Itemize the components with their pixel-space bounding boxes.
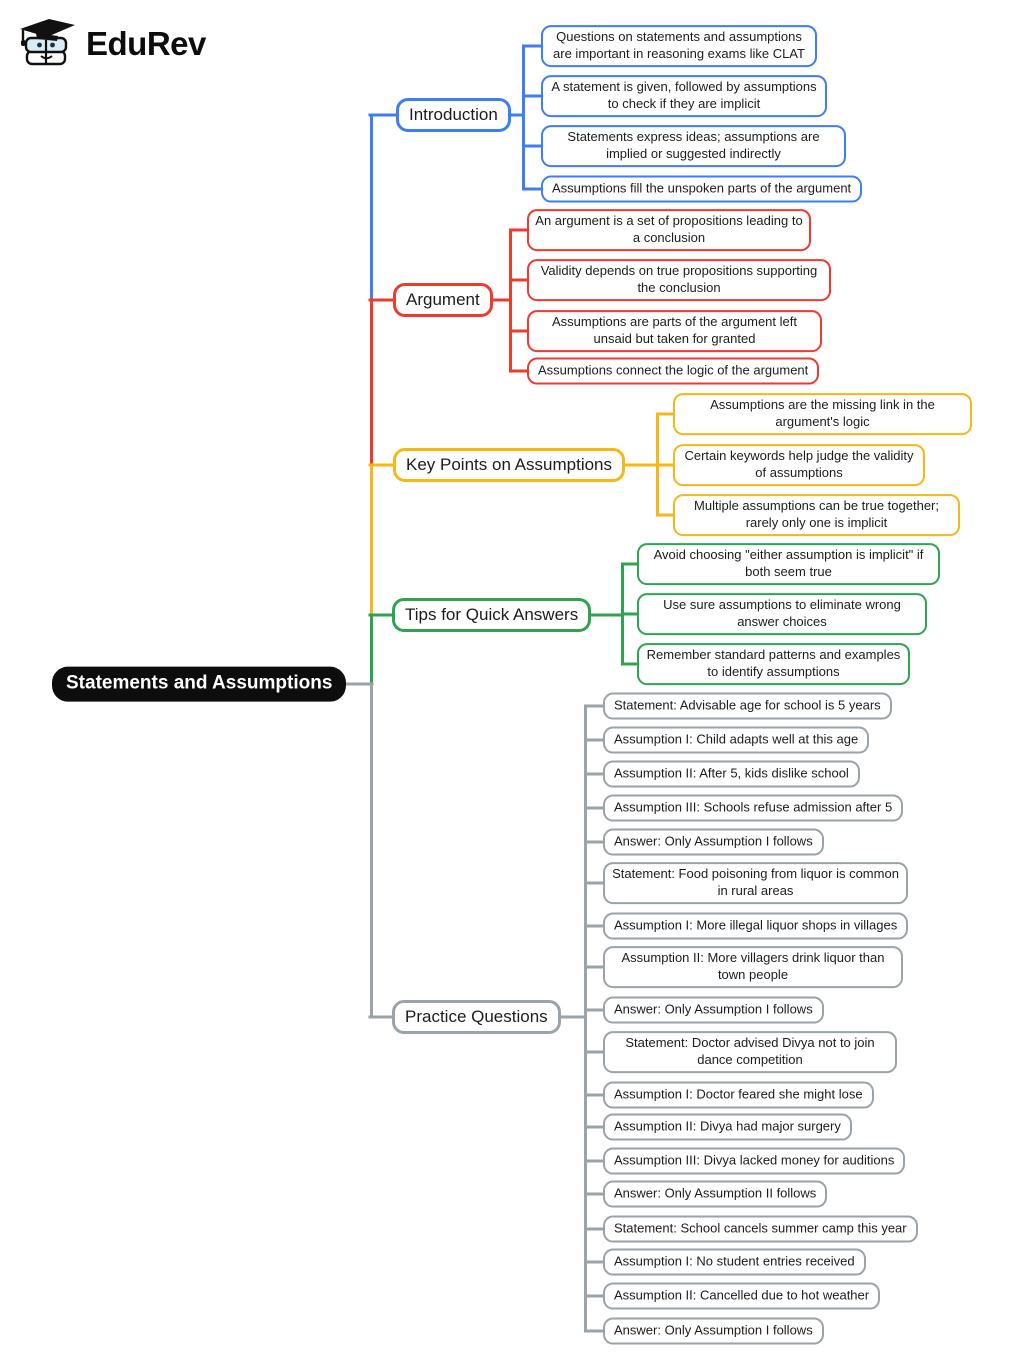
key-points-child-node[interactable]: Multiple assumptions can be true togethe…	[673, 494, 960, 536]
tips-child-node[interactable]: Remember standard patterns and examples …	[637, 643, 910, 685]
practice-child-node[interactable]: Assumption III: Schools refuse admission…	[603, 794, 904, 822]
practice-child-node[interactable]: Statement: Advisable age for school is 5…	[603, 692, 892, 720]
practice-child-node[interactable]: Assumption II: More villagers drink liqu…	[603, 946, 903, 988]
practice-child-node[interactable]: Assumption III: Divya lacked money for a…	[603, 1147, 906, 1175]
practice-child-node[interactable]: Answer: Only Assumption I follows	[603, 828, 824, 856]
branch-argument[interactable]: Argument	[393, 282, 493, 318]
practice-child-node[interactable]: Answer: Only Assumption I follows	[603, 1317, 824, 1345]
key-points-connectors	[368, 412, 682, 617]
edurev-logo[interactable]: EduRev	[16, 14, 206, 74]
edurev-logo-icon	[20, 19, 75, 66]
edurev-logo-text: EduRev	[86, 25, 206, 62]
key-points-child-node[interactable]: Assumptions are the missing link in the …	[673, 393, 972, 435]
practice-child-node[interactable]: Assumption I: Child adapts well at this …	[603, 726, 870, 754]
tips-child-node[interactable]: Avoid choosing "either assumption is imp…	[637, 543, 940, 585]
introduction-child-node[interactable]: A statement is given, followed by assump…	[541, 75, 827, 117]
practice-child-node[interactable]: Assumption II: Divya had major surgery	[603, 1113, 852, 1141]
introduction-child-node[interactable]: Assumptions fill the unspoken parts of t…	[541, 175, 863, 203]
argument-child-node[interactable]: Validity depends on true propositions su…	[527, 259, 831, 301]
practice-child-node[interactable]: Assumption I: Doctor feared she might lo…	[603, 1081, 874, 1109]
practice-child-node[interactable]: Assumption I: More illegal liquor shops …	[603, 912, 909, 940]
practice-child-node[interactable]: Statement: School cancels summer camp th…	[603, 1215, 918, 1243]
root-node[interactable]: Statements and Assumptions	[52, 666, 347, 702]
introduction-connectors	[368, 44, 550, 302]
introduction-child-node[interactable]: Questions on statements and assumptions …	[541, 25, 817, 67]
practice-child-node[interactable]: Assumption I: No student entries receive…	[603, 1248, 866, 1276]
introduction-child-node[interactable]: Statements express ideas; assumptions ar…	[541, 125, 846, 167]
branch-practice-questions[interactable]: Practice Questions	[392, 999, 561, 1035]
argument-child-node[interactable]: An argument is a set of propositions lea…	[527, 209, 811, 251]
branch-tips[interactable]: Tips for Quick Answers	[392, 597, 592, 633]
tips-child-node[interactable]: Use sure assumptions to eliminate wrong …	[637, 593, 927, 635]
argument-connectors	[368, 228, 536, 467]
practice-child-node[interactable]: Statement: Food poisoning from liquor is…	[603, 862, 908, 904]
practice-child-node[interactable]: Answer: Only Assumption I follows	[603, 996, 824, 1024]
practice-child-node[interactable]: Answer: Only Assumption II follows	[603, 1180, 828, 1208]
practice-child-node[interactable]: Statement: Doctor advised Divya not to j…	[603, 1031, 897, 1073]
argument-child-node[interactable]: Assumptions are parts of the argument le…	[527, 310, 822, 352]
branch-introduction[interactable]: Introduction	[396, 97, 511, 133]
practice-child-node[interactable]: Assumption II: After 5, kids dislike sch…	[603, 760, 860, 788]
practice-child-node[interactable]: Assumption II: Cancelled due to hot weat…	[603, 1282, 881, 1310]
branch-key-points[interactable]: Key Points on Assumptions	[393, 447, 626, 483]
key-points-child-node[interactable]: Certain keywords help judge the validity…	[673, 444, 925, 486]
argument-child-node[interactable]: Assumptions connect the logic of the arg…	[527, 357, 820, 385]
